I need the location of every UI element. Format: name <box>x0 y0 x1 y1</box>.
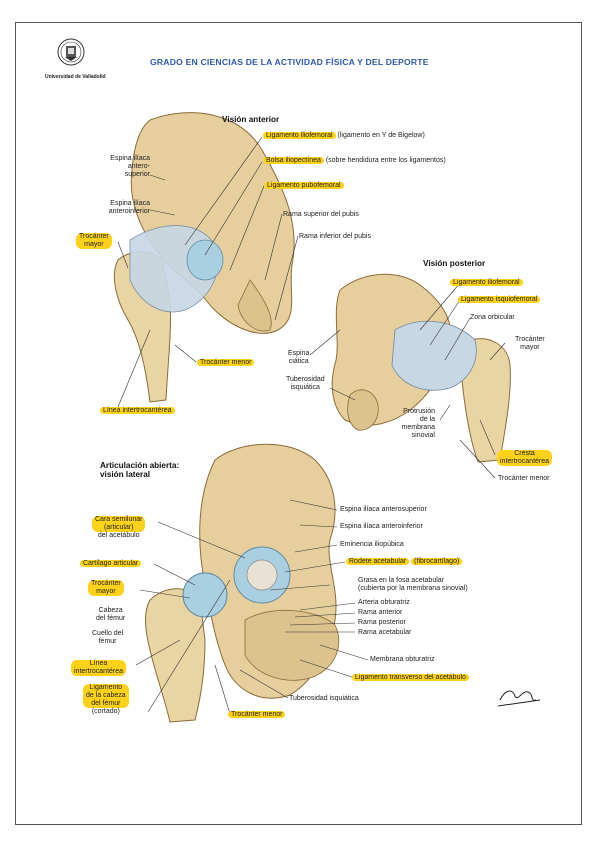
label-lat-espina-antsup: Espina ilíaca anterosuperior <box>340 506 427 513</box>
label-post-trocanter-mayor: Trocánter mayor <box>515 336 545 351</box>
label-lat-lig-transverso: Ligamento transverso del acetábulo <box>352 674 469 682</box>
label-post-protrusion: Protrusión de la membrana sinovial <box>401 408 435 439</box>
anterior-view-title: Visión anterior <box>222 115 280 124</box>
label-lat-cartilago: Cartílago articular <box>80 560 142 568</box>
label-lat-cara: Cara semilunar (articular)del acetábulo <box>92 516 146 540</box>
label-ant-rama-sup: Rama superior del pubis <box>283 211 359 218</box>
posterior-view-title: Visión posterior <box>423 259 486 268</box>
label-lat-rodete: Rodete acetabular (fibrocartílago) <box>346 558 463 566</box>
label-post-zona: Zona orbicular <box>470 314 515 321</box>
university-seal-icon <box>57 38 85 66</box>
label-lat-ligamento-cabeza: Ligamento de la cabeza del fémur(cortado… <box>83 684 129 716</box>
label-lat-espina-antinf: Espina ilíaca anteroinferior <box>340 523 423 530</box>
label-ant-espina-antsup: Espina ilíaca antero- superior <box>110 155 150 178</box>
university-name: Universidad de Valladolid <box>45 74 106 80</box>
artist-signature-icon <box>497 690 541 707</box>
label-post-lig-iliofemoral: Ligamento iliofemoral <box>450 279 523 287</box>
label-lat-rama-post: Rama posterior <box>358 619 406 626</box>
leader-lines <box>117 136 506 715</box>
posterior-view-art <box>331 273 511 463</box>
label-post-trocanter-menor: Trocánter menor <box>498 475 550 482</box>
label-lat-cuello: Cuello del fémur <box>92 630 124 645</box>
label-lat-rama-acet: Rama acetabular <box>358 629 412 636</box>
label-post-tuberosidad: Tuberosidad isquiática <box>286 376 325 391</box>
label-lat-eminencia: Eminencia iliopúbica <box>340 541 404 548</box>
label-lat-rama-ant: Rama anterior <box>358 609 403 616</box>
label-ant-bolsa: Bolsa iliopectínea (sobre hendidura entr… <box>263 157 446 165</box>
label-lat-cabeza: Cabeza del fémur <box>96 607 126 622</box>
label-ant-pubofemoral: Ligamento pubofemoral <box>264 182 344 190</box>
label-ant-trocanter-menor: Trocánter menor <box>197 359 255 367</box>
label-ant-lig-iliofemoral: Ligamento iliofemoral (ligamento en Y de… <box>263 132 425 140</box>
lateral-view-title: Articulación abierta: visión lateral <box>100 461 180 479</box>
anterior-view-art <box>113 112 295 403</box>
label-lat-arteria: Arteria obturatriz <box>358 599 410 606</box>
label-post-cresta: Cresta intertrocantérea <box>497 450 553 466</box>
label-lat-trocanter-mayor: Trocánter mayor <box>88 580 124 596</box>
label-ant-trocanter-mayor: Trocánter mayor <box>76 233 112 249</box>
label-lat-membrana: Membrana obturatriz <box>370 656 435 663</box>
label-lat-trocanter-menor: Trocánter menor <box>228 711 286 719</box>
label-ant-espina-antinf: Espina ilíaca anteroinferior <box>108 200 150 215</box>
label-ant-linea: Línea intertrocantérea <box>100 407 175 415</box>
label-post-lig-isquiofemoral: Ligamento isquiofemoral <box>458 296 541 304</box>
label-ant-rama-inf: Rama inferior del pubis <box>299 233 371 240</box>
lateral-view-art <box>145 443 340 723</box>
label-lat-linea: Línea intertrocantérea <box>71 660 127 676</box>
label-post-espina: Espina ciática <box>288 350 310 365</box>
page-header-title: GRADO EN CIENCIAS DE LA ACTIVIDAD FÍSICA… <box>150 57 429 67</box>
label-lat-grasa: Grasa en la fosa acetabular (cubierta po… <box>358 577 468 592</box>
label-lat-tuberosidad: Tuberosidad isquiática <box>289 695 359 702</box>
